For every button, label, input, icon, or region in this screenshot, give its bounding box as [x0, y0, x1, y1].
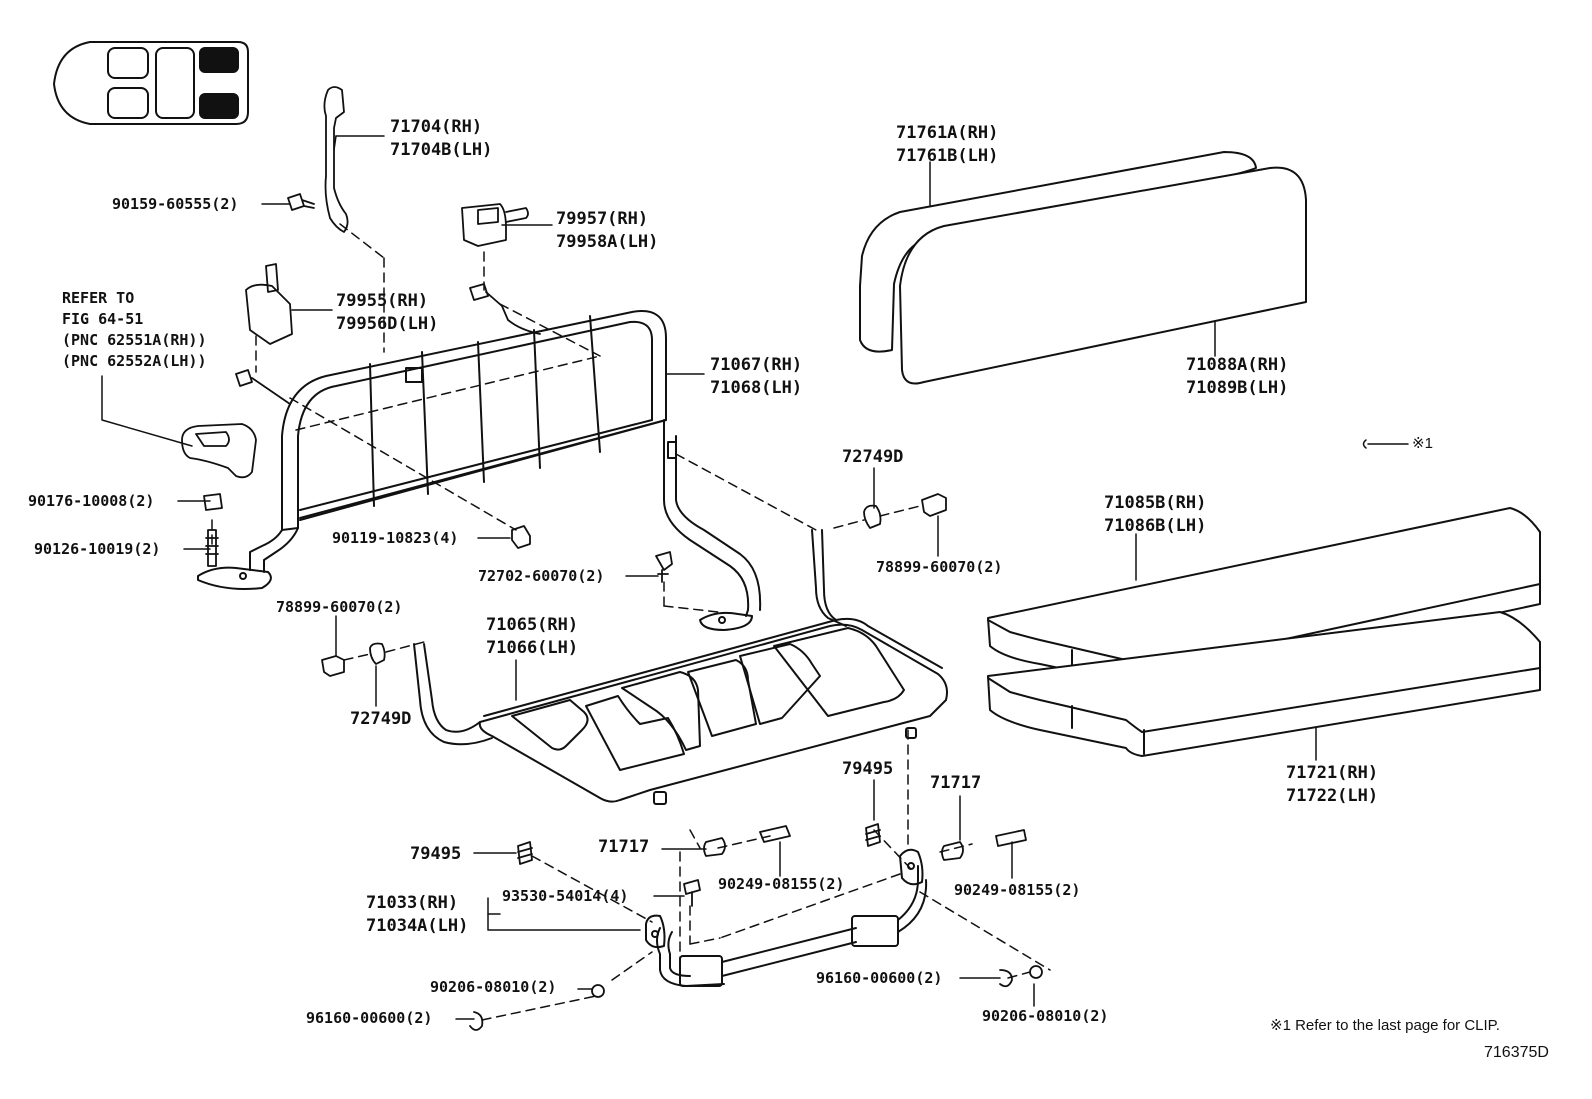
spring-79495-left: [517, 841, 533, 865]
part-label-90249-left: 90249-08155(2): [718, 875, 845, 893]
nut-90176: [203, 493, 223, 511]
part-label-71033: 71033(RH)71034A(LH): [366, 893, 469, 936]
bolt-90249-right: [995, 829, 1027, 847]
figure-code: 716375D: [1484, 1044, 1549, 1061]
back-cushion-inner: [899, 166, 1307, 385]
part-label-71717-right: 71717: [930, 773, 982, 793]
part-label-79495-left: 79495: [410, 844, 462, 864]
assembly-dashed-lines: [211, 223, 1051, 1021]
cover-79957: [461, 203, 529, 247]
part-label-79955: 79955(RH)79956D(LH): [336, 291, 439, 334]
part-label-78899-right: 78899-60070(2): [876, 558, 1003, 576]
part-label-93530: 93530-54014(4): [502, 887, 629, 905]
seat-back-frame: [197, 310, 762, 631]
part-label-78899-left: 78899-60070(2): [276, 598, 403, 616]
bolt-90119: [511, 525, 531, 549]
washer-90206-right: [1029, 965, 1043, 979]
striker-bracket-71704: [323, 86, 349, 233]
part-label-90206-left: 90206-08010(2): [430, 978, 557, 996]
part-label-72749-bottom: 72749D: [350, 709, 412, 729]
part-label-90119: 90119-10823(4): [332, 529, 459, 547]
refer-to-note: REFER TO FIG 64-51 (PNC 62551A(RH)) (PNC…: [62, 289, 207, 370]
seat-cushion-frame: [413, 529, 948, 805]
grommet-72749-top: [863, 504, 882, 529]
part-label-90206-right: 90206-08010(2): [982, 1007, 1109, 1025]
clip-marker-label: ※1: [1412, 435, 1433, 452]
part-label-72749-top: 72749D: [842, 447, 904, 467]
seat-cushion-bottom: [987, 611, 1541, 757]
bolt-72702: [655, 551, 673, 583]
part-label-96160-right: 96160-00600(2): [816, 969, 943, 987]
part-label-72702: 72702-60070(2): [478, 567, 605, 585]
part-label-71717-left: 71717: [598, 837, 650, 857]
bolt-90249-left: [759, 825, 791, 843]
bolt-78899-right: [921, 493, 947, 517]
stud-90126: [205, 529, 219, 567]
part-label-79957: 79957(RH)79958A(LH): [556, 209, 659, 252]
bushing-71717-right: [941, 841, 964, 861]
part-label-90249-right: 90249-08155(2): [954, 881, 1081, 899]
seat-hinge-assembly: [645, 848, 928, 987]
part-label-79495-right: 79495: [842, 759, 894, 779]
cover-79955: [245, 263, 293, 345]
grommet-72749-bottom: [369, 642, 386, 665]
bushing-71717-left: [703, 837, 726, 857]
trim-cover-62551: [181, 423, 257, 479]
leader-lines: [101, 135, 1409, 1020]
clip-96160-left: [469, 1011, 484, 1031]
part-label-71704: 71704(RH)71704B(LH): [390, 117, 493, 160]
clip-footnote: ※1 Refer to the last page for CLIP.: [1270, 1017, 1500, 1034]
part-label-71065: 71065(RH)71066(LH): [486, 615, 579, 658]
part-label-90159: 90159-60555(2): [112, 195, 239, 213]
part-label-71721: 71721(RH)71722(LH): [1286, 763, 1379, 806]
part-label-71085: 71085B(RH)71086B(LH): [1104, 493, 1207, 536]
part-label-90126: 90126-10019(2): [34, 540, 161, 558]
clip-96160-right: [999, 969, 1013, 988]
spring-79495-right: [865, 823, 881, 847]
bolt-90159: [287, 193, 315, 211]
washer-90206-left: [591, 984, 605, 998]
part-label-71088: 71088A(RH)71089B(LH): [1186, 355, 1289, 398]
vehicle-locator-icon: [53, 41, 249, 125]
part-label-90176: 90176-10008(2): [28, 492, 155, 510]
part-label-71761: 71761A(RH)71761B(LH): [896, 123, 999, 166]
bolt-78899-left: [321, 655, 345, 677]
hardware-parts: [181, 86, 1043, 1031]
part-label-71067: 71067(RH)71068(LH): [710, 355, 803, 398]
screw-93530: [683, 879, 701, 907]
part-label-96160-left: 96160-00600(2): [306, 1009, 433, 1027]
